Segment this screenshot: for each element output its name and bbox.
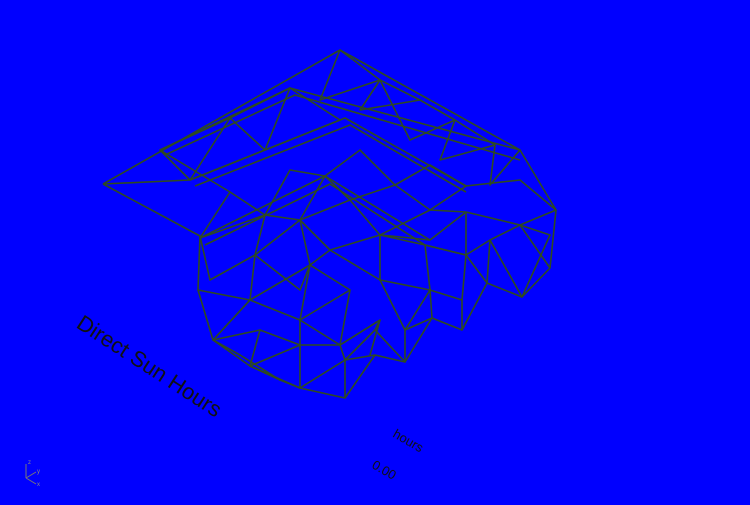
axis-z-label: z — [28, 460, 31, 466]
axis-x-label: x — [37, 482, 40, 488]
axis-gizmo-icon: z y x — [25, 460, 40, 488]
axis-y-label: y — [37, 469, 40, 475]
